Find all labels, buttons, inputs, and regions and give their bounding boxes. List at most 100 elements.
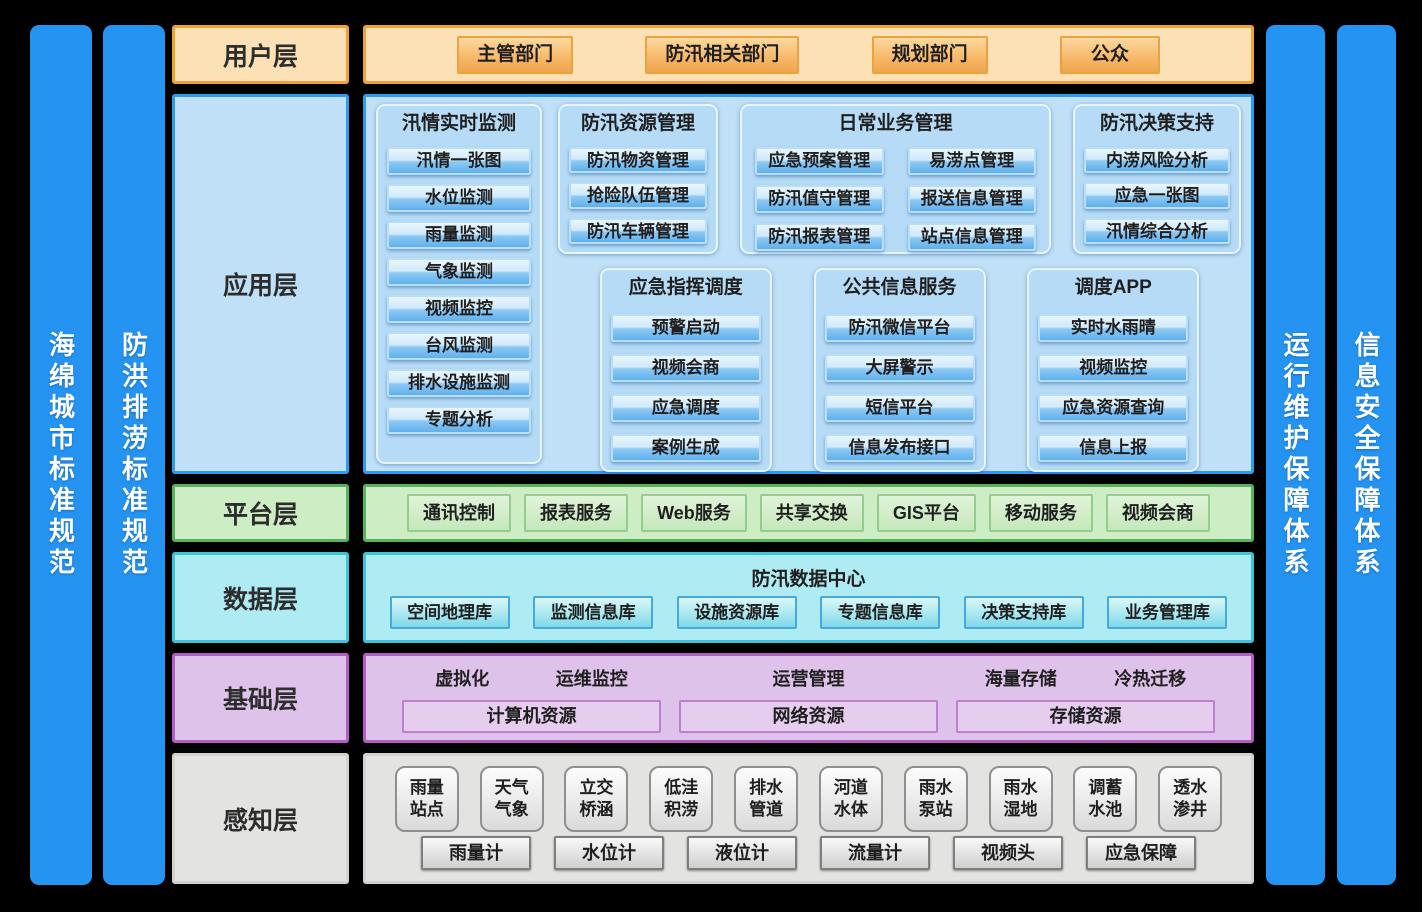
platform-service-chip: Web服务 <box>641 494 747 532</box>
infra-resource-box: 网络资源 <box>679 700 938 733</box>
app-module-chip: 台风监测 <box>387 332 531 360</box>
app-module-chip: 视频会商 <box>610 354 761 382</box>
data-layer-label: 数据层 <box>172 552 349 643</box>
infra-tag: 海量存储 <box>984 669 1057 689</box>
sensor-node: 透水渗井 <box>1158 766 1223 832</box>
user-layer-strip: 主管部门 防汛相关部门 规划部门 公众 <box>363 25 1254 84</box>
sensor-node: 雨水泵站 <box>903 766 968 832</box>
user-group-chip: 防汛相关部门 <box>645 35 800 74</box>
app-group-title: 日常业务管理 <box>838 113 953 134</box>
app-group-title: 公共信息服务 <box>842 277 957 298</box>
infrastructure-resource-row: 计算机资源 网络资源 存储资源 <box>402 700 1215 733</box>
application-layer-label: 应用层 <box>172 94 349 474</box>
app-module-chip: 应急调度 <box>610 394 761 422</box>
standard-bar-flood-drainage: 防洪排涝标准规范 <box>103 25 165 885</box>
app-module-chip: 内涝风险分析 <box>1084 147 1230 174</box>
infrastructure-layer-label: 基础层 <box>172 653 349 743</box>
app-module-chip: 短信平台 <box>824 394 975 422</box>
system-bar-information-security: 信息安全保障体系 <box>1337 25 1396 885</box>
system-bar-operation-maintenance-label: 运行维护保障体系 <box>1280 331 1310 579</box>
device-node: 视频头 <box>953 836 1063 870</box>
platform-service-chip: 报表服务 <box>524 494 629 532</box>
infra-resource-box: 计算机资源 <box>402 700 661 733</box>
infra-tag: 冷热迁移 <box>1114 669 1187 689</box>
platform-service-chip: 通讯控制 <box>407 494 512 532</box>
app-module-chip: 站点信息管理 <box>907 223 1036 251</box>
sensor-node: 低洼积涝 <box>649 766 714 832</box>
perception-layer-label: 感知层 <box>172 753 349 884</box>
app-group-decision-support: 防汛决策支持 内涝风险分析 应急一张图 汛情综合分析 <box>1073 104 1241 254</box>
infrastructure-tag-cell: 运营管理 <box>679 665 938 691</box>
app-module-chip: 防汛值守管理 <box>755 185 884 213</box>
system-bar-operation-maintenance: 运行维护保障体系 <box>1266 25 1325 885</box>
device-node: 流量计 <box>820 836 930 870</box>
app-group-title: 应急指挥调度 <box>628 277 743 298</box>
layer-row-infrastructure: 基础层 虚拟化 运维监控 运营管理 海量存储 冷热迁移 计算机资源 网络资源 存… <box>172 653 1254 743</box>
sensor-node: 天气气象 <box>479 766 544 832</box>
device-node: 水位计 <box>554 836 664 870</box>
sensor-node: 立交桥涵 <box>564 766 629 832</box>
app-module-chip: 视频监控 <box>387 295 531 323</box>
data-center-title: 防汛数据中心 <box>751 569 866 590</box>
app-groups-right-column: 防汛资源管理 防汛物资管理 抢险队伍管理 防汛车辆管理 日常业务管理 应急预案管… <box>558 104 1241 472</box>
infra-tag: 运维监控 <box>555 669 628 689</box>
app-group-dispatch-app: 调度APP 实时水雨晴 视频监控 应急资源查询 信息上报 <box>1027 268 1200 472</box>
system-bar-information-security-label: 信息安全保障体系 <box>1351 331 1381 579</box>
app-module-chip: 信息发布接口 <box>824 434 975 462</box>
infrastructure-tag-cell: 虚拟化 运维监控 <box>402 665 661 691</box>
app-module-chip: 防汛报表管理 <box>755 223 884 251</box>
app-group-resource-management: 防汛资源管理 防汛物资管理 抢险队伍管理 防汛车辆管理 <box>558 104 718 254</box>
app-group-daily-business-grid: 应急预案管理 易涝点管理 防汛值守管理 报送信息管理 防汛报表管理 站点信息管理 <box>751 147 1040 251</box>
app-module-chip: 应急一张图 <box>1084 182 1230 209</box>
app-module-chip: 防汛车辆管理 <box>569 217 707 244</box>
platform-service-chip: 视频会商 <box>1105 494 1210 532</box>
layer-row-application: 应用层 汛情实时监测 汛情一张图 水位监测 雨量监测 气象监测 视频监控 台风监… <box>172 94 1254 474</box>
app-module-chip: 专题分析 <box>387 406 531 434</box>
app-module-chip: 汛情一张图 <box>387 147 531 175</box>
app-module-chip: 信息上报 <box>1038 434 1189 462</box>
infra-tag: 运营管理 <box>772 669 845 689</box>
app-module-chip: 防汛微信平台 <box>824 314 975 342</box>
app-module-chip: 大屏警示 <box>824 354 975 382</box>
user-group-chip: 公众 <box>1059 35 1160 74</box>
data-store-chip: 设施资源库 <box>676 596 797 629</box>
infra-tag: 虚拟化 <box>435 669 490 689</box>
infrastructure-layer-strip: 虚拟化 运维监控 运营管理 海量存储 冷热迁移 计算机资源 网络资源 存储资源 <box>363 653 1254 743</box>
data-store-chip: 空间地理库 <box>389 596 510 629</box>
data-store-row: 空间地理库 监测信息库 设施资源库 专题信息库 决策支持库 业务管理库 <box>366 591 1251 640</box>
layer-row-data: 数据层 防汛数据中心 空间地理库 监测信息库 设施资源库 专题信息库 决策支持库… <box>172 552 1254 643</box>
app-group-title: 防汛决策支持 <box>1099 113 1214 134</box>
user-group-chip: 规划部门 <box>871 35 988 74</box>
layer-row-user: 用户层 主管部门 防汛相关部门 规划部门 公众 <box>172 25 1254 84</box>
layer-row-perception: 感知层 雨量站点 天气气象 立交桥涵 低洼积涝 排水管道 河道水体 雨水泵站 雨… <box>172 753 1254 884</box>
platform-service-chip: 共享交换 <box>759 494 864 532</box>
app-module-chip: 雨量监测 <box>387 221 531 249</box>
app-groups-bottom-row: 应急指挥调度 预警启动 视频会商 应急调度 案例生成 公共信息服务 防汛微信平台… <box>558 268 1241 472</box>
application-layer-strip: 汛情实时监测 汛情一张图 水位监测 雨量监测 气象监测 视频监控 台风监测 排水… <box>363 94 1254 474</box>
app-group-title: 调度APP <box>1074 277 1152 298</box>
app-module-chip: 应急预案管理 <box>755 147 884 175</box>
sensor-row: 雨量站点 天气气象 立交桥涵 低洼积涝 排水管道 河道水体 雨水泵站 雨水湿地 … <box>374 766 1243 832</box>
app-groups-top-row: 防汛资源管理 防汛物资管理 抢险队伍管理 防汛车辆管理 日常业务管理 应急预案管… <box>558 104 1241 254</box>
app-module-chip: 应急资源查询 <box>1038 394 1189 422</box>
app-group-public-information: 公共信息服务 防汛微信平台 大屏警示 短信平台 信息发布接口 <box>813 268 986 472</box>
app-module-chip: 抢险队伍管理 <box>569 182 707 209</box>
layer-row-platform: 平台层 通讯控制 报表服务 Web服务 共享交换 GIS平台 移动服务 视频会商 <box>172 484 1254 542</box>
app-group-realtime-monitoring: 汛情实时监测 汛情一张图 水位监测 雨量监测 气象监测 视频监控 台风监测 排水… <box>376 104 542 464</box>
sensor-node: 雨量站点 <box>394 766 459 832</box>
platform-layer-strip: 通讯控制 报表服务 Web服务 共享交换 GIS平台 移动服务 视频会商 <box>363 484 1254 542</box>
data-store-chip: 监测信息库 <box>533 596 654 629</box>
app-module-chip: 实时水雨晴 <box>1038 314 1189 342</box>
app-group-title: 防汛资源管理 <box>580 113 695 134</box>
user-group-chip: 主管部门 <box>457 35 574 74</box>
infrastructure-tag-row: 虚拟化 运维监控 运营管理 海量存储 冷热迁移 <box>402 665 1215 691</box>
data-store-chip: 业务管理库 <box>1107 596 1228 629</box>
infrastructure-tag-cell: 海量存储 冷热迁移 <box>956 665 1215 691</box>
sensor-node: 调蓄水池 <box>1073 766 1138 832</box>
platform-layer-label: 平台层 <box>172 484 349 542</box>
infra-resource-box: 存储资源 <box>956 700 1215 733</box>
app-group-emergency-command: 应急指挥调度 预警启动 视频会商 应急调度 案例生成 <box>599 268 772 472</box>
perception-layer-strip: 雨量站点 天气气象 立交桥涵 低洼积涝 排水管道 河道水体 雨水泵站 雨水湿地 … <box>363 753 1254 884</box>
app-module-chip: 气象监测 <box>387 258 531 286</box>
standard-bar-sponge-city-label: 海绵城市标准规范 <box>45 331 76 579</box>
